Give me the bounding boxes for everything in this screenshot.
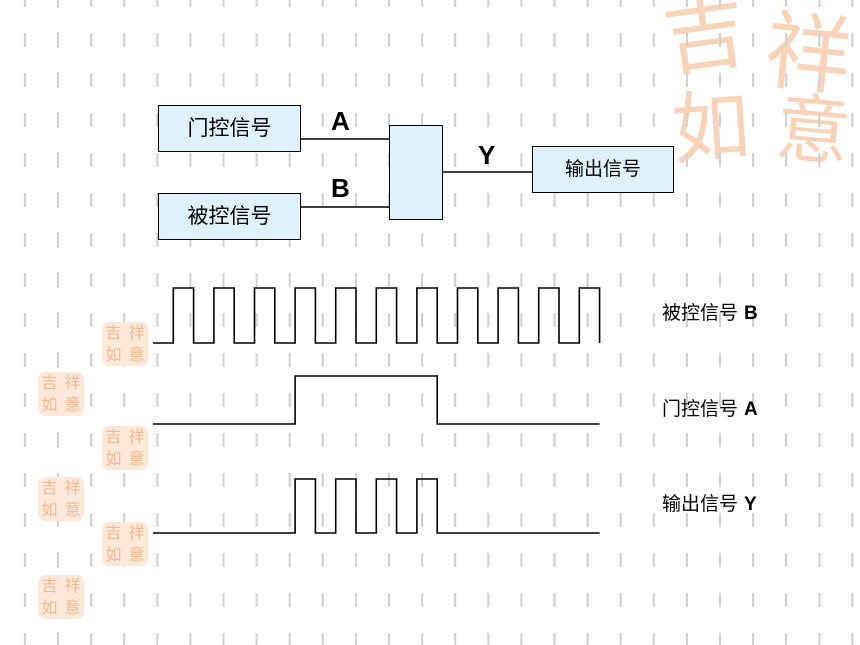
waveform-a bbox=[153, 375, 600, 425]
seal-stamp-char: 吉 bbox=[41, 478, 58, 497]
seal-stamp: 吉祥如意 bbox=[102, 322, 148, 366]
seal-stamp-char: 意 bbox=[128, 345, 145, 364]
seal-stamp-char: 如 bbox=[105, 545, 122, 564]
waveform-y bbox=[153, 478, 600, 534]
waveform-y-signal: Y bbox=[744, 494, 757, 515]
seal-stamp-char: 如 bbox=[105, 449, 122, 468]
seal-stamp-char: 吉 bbox=[105, 427, 122, 446]
seal-stamp-char: 意 bbox=[128, 545, 145, 564]
seal-stamp-char: 吉 bbox=[105, 323, 122, 342]
seal-stamp-char: 吉 bbox=[41, 576, 58, 595]
seal-stamp-char: 如 bbox=[41, 598, 58, 617]
seal-stamp-char: 如 bbox=[41, 395, 58, 414]
input-b-letter: B bbox=[331, 173, 350, 203]
seal-stamp-char: 吉 bbox=[41, 373, 58, 392]
waveform-b bbox=[153, 287, 601, 344]
waveform-a-name: 门控信号 bbox=[662, 398, 739, 420]
output-signal-box: 输出信号 bbox=[532, 146, 674, 193]
output-signal-label: 输出信号 bbox=[564, 158, 641, 180]
seal-stamp-char: 意 bbox=[64, 500, 81, 519]
seal-stamp-char: 祥 bbox=[64, 373, 81, 392]
seal-stamp-char: 意 bbox=[64, 598, 81, 617]
waveform-b-signal: B bbox=[744, 303, 758, 324]
seal-stamp-char: 如 bbox=[105, 345, 122, 364]
seal-stamp: 吉祥如意 bbox=[38, 477, 84, 521]
controlled-signal-box: 被控信号 bbox=[158, 193, 301, 240]
waveform-y-name: 输出信号 bbox=[662, 493, 739, 515]
seal-stamp: 吉祥如意 bbox=[38, 575, 84, 619]
seal-stamp-char: 祥 bbox=[64, 576, 81, 595]
seal-stamp: 吉祥如意 bbox=[38, 372, 84, 416]
seal-stamp-char: 意 bbox=[64, 395, 81, 414]
controlled-signal-label: 被控信号 bbox=[187, 204, 272, 228]
logic-gate-block bbox=[389, 125, 443, 220]
input-a-letter: A bbox=[331, 106, 350, 136]
seal-stamp-char: 意 bbox=[128, 449, 145, 468]
seal-stamp-char: 如 bbox=[41, 500, 58, 519]
waveform-b-name: 被控信号 bbox=[662, 302, 739, 324]
output-y-letter: Y bbox=[478, 140, 496, 170]
seal-stamp-char: 祥 bbox=[128, 523, 145, 542]
gate-control-signal-label: 门控信号 bbox=[187, 116, 272, 140]
seal-stamp-char: 祥 bbox=[128, 427, 145, 446]
waveform-a-signal: A bbox=[744, 399, 758, 420]
seal-stamp: 吉祥如意 bbox=[102, 522, 148, 566]
gate-control-signal-box: 门控信号 bbox=[158, 105, 301, 152]
seal-stamp: 吉祥如意 bbox=[102, 426, 148, 470]
seal-stamp-char: 祥 bbox=[64, 478, 81, 497]
seal-stamp-char: 祥 bbox=[128, 323, 145, 342]
seal-stamp-char: 吉 bbox=[105, 523, 122, 542]
